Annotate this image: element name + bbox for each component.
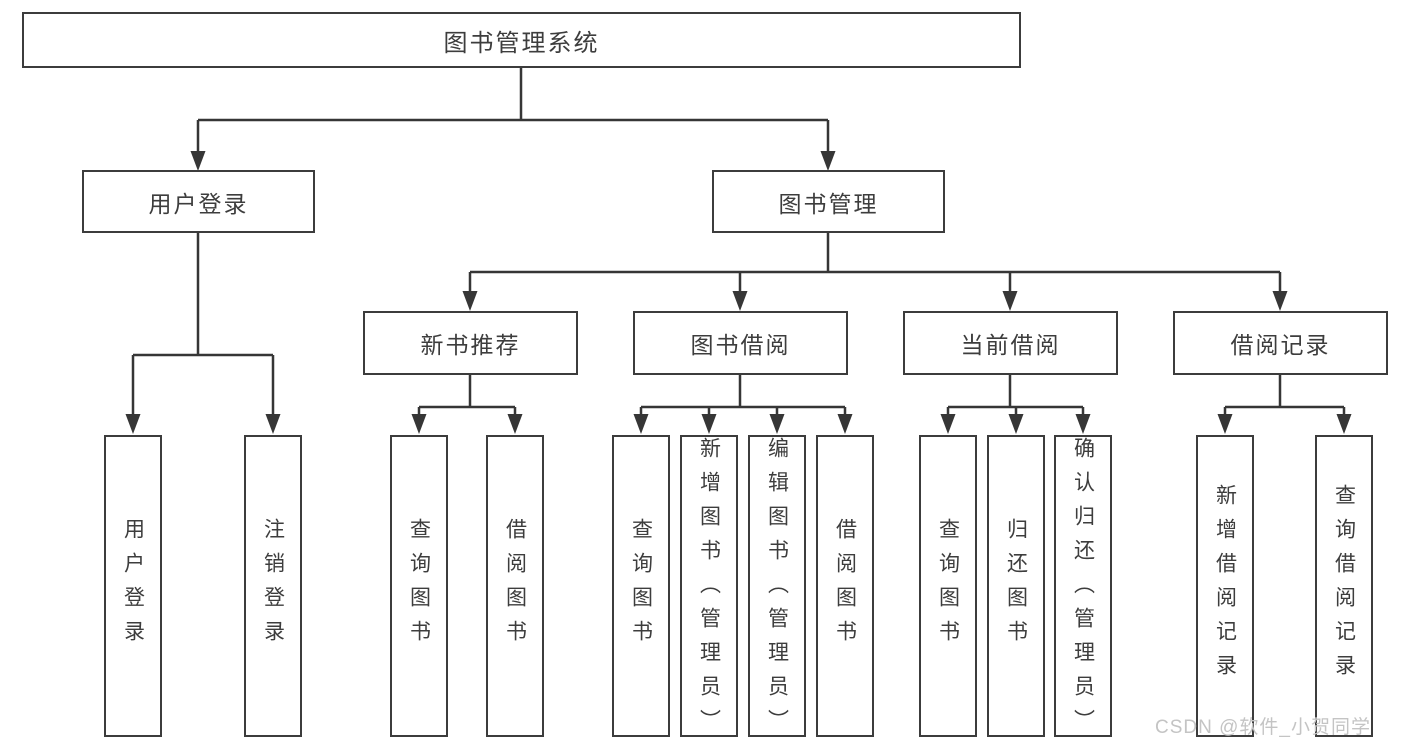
leaf-borrow-books-recommend: 借阅图书 [486,435,544,737]
node-new-book-recommendation: 新书推荐 [363,311,578,375]
node-user-login: 用户登录 [82,170,315,233]
connector-new-book-recommendation-children [411,375,523,434]
leaf-query-books-recommend: 查询图书 [390,435,448,737]
connector-book-management-children [462,233,1288,311]
node-book-borrowing: 图书借阅 [633,311,848,375]
connector-book-borrowing-children [633,375,853,434]
leaf-return-books: 归还图书 [987,435,1045,737]
leaf-borrow-books: 借阅图书 [816,435,874,737]
connector-current-borrowing-children [940,375,1091,434]
node-current-borrowing: 当前借阅 [903,311,1118,375]
node-borrowing-records: 借阅记录 [1173,311,1388,375]
leaf-add-borrow-record: 新增借阅记录 [1196,435,1254,737]
leaf-logout: 注销登录 [244,435,302,737]
node-book-management: 图书管理 [712,170,945,233]
leaf-add-books-admin: 新增图书（管理员） [680,435,738,743]
leaf-edit-books-admin: 编辑图书（管理员） [748,435,806,743]
leaf-confirm-return-admin: 确认归还（管理员） [1054,435,1112,743]
leaf-query-books-current: 查询图书 [919,435,977,737]
leaf-query-books-borrowing: 查询图书 [612,435,670,737]
leaf-query-borrow-record: 查询借阅记录 [1315,435,1373,737]
connector-borrowing-records-children [1217,375,1352,434]
csdn-watermark: CSDN @软件_小贺同学 [1155,717,1371,738]
node-library-management-system: 图书管理系统 [22,12,1021,68]
leaf-user-login: 用户登录 [104,435,162,737]
connector-root-to-level2 [190,68,836,171]
connector-user-login-children [125,233,281,434]
